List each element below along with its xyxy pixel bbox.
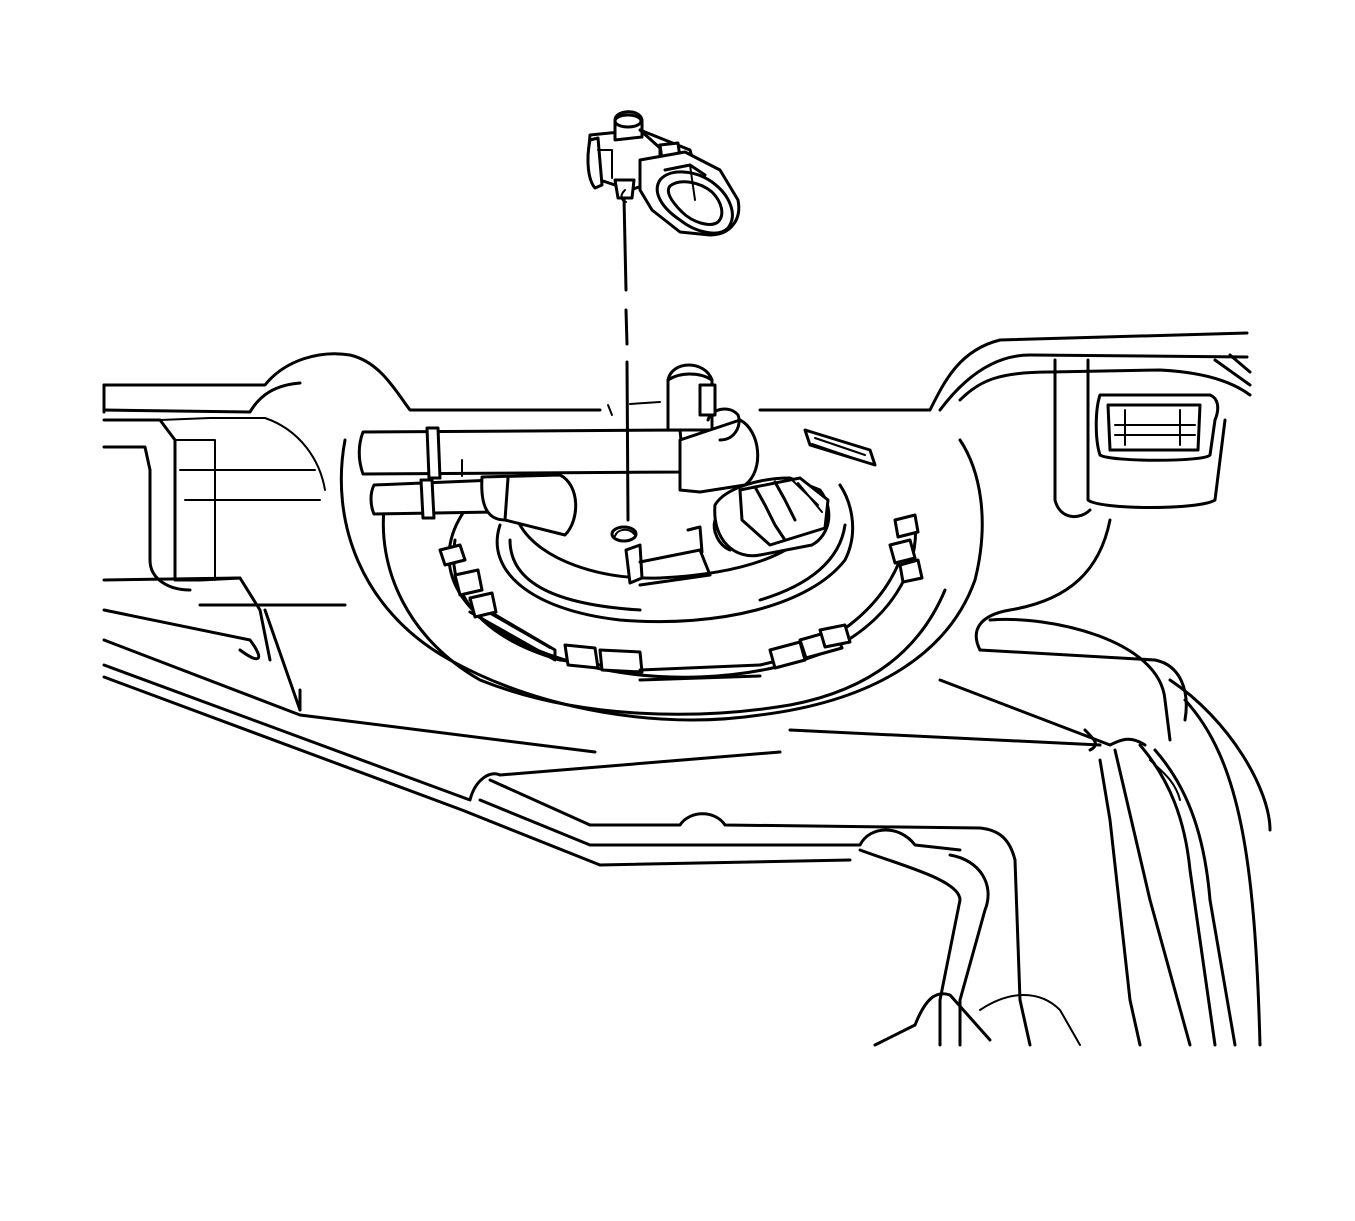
fuel-tank-pressure-sensor [586, 110, 741, 237]
fuel-feed-line [369, 383, 760, 537]
installation-leader-line [622, 196, 630, 522]
fuel-tank [102, 331, 1272, 1047]
electrical-connector [712, 476, 831, 558]
vapor-line [357, 363, 714, 480]
lock-ring [438, 428, 924, 682]
fuel-pump-module-cover [495, 483, 855, 624]
